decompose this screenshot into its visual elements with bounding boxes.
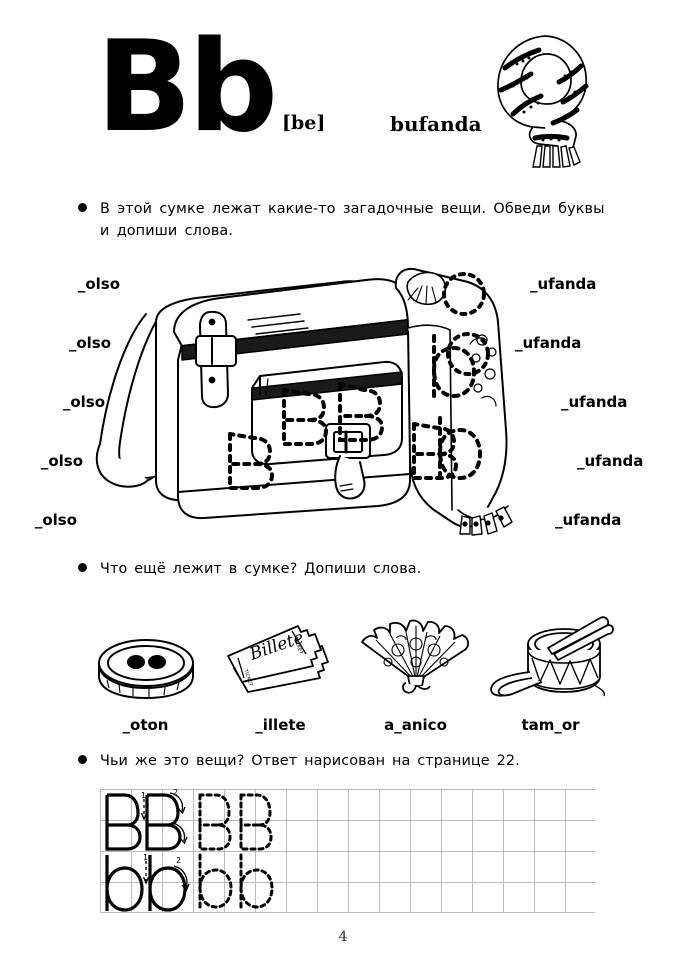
object-item-drum: tam_or <box>483 606 618 734</box>
practice-glyph-B-dotted-1 <box>198 793 232 851</box>
word-blank-ufanda-1[interactable]: _ufanda <box>530 275 597 293</box>
instruction-text: В этой сумке лежат какие-то загадочные в… <box>100 201 605 240</box>
object-item-tickets: Billete TICKET TICKET _illete <box>213 606 348 734</box>
word-blank-ufanda-5[interactable]: _ufanda <box>555 511 622 529</box>
stroke-direction-arrows-b <box>142 861 190 892</box>
stroke-number-2: 2 <box>173 789 178 797</box>
practice-glyph-b-solid <box>105 855 144 912</box>
objects-row: _oton Billete <box>78 606 618 734</box>
instruction-text: Чьи же это вещи? Ответ нарисован на стра… <box>100 753 520 769</box>
phonetic-transcription: [be] <box>282 112 326 134</box>
practice-glyph-B-dotted-2 <box>239 793 273 851</box>
word-blank-ufanda-4[interactable]: _ufanda <box>577 452 644 470</box>
bullet-icon <box>78 203 87 212</box>
word-blank-olso-4[interactable]: _olso <box>40 452 83 470</box>
word-blank-olso-2[interactable]: _olso <box>68 334 111 352</box>
word-blank-olso-3[interactable]: _olso <box>62 393 105 411</box>
stroke-number-1: 1 <box>141 791 146 800</box>
word-blank-ufanda-2[interactable]: _ufanda <box>515 334 582 352</box>
letter-pair-heading: Bb <box>96 13 278 160</box>
page-header: Bb [be] bufanda <box>0 0 686 190</box>
fan-icon <box>352 619 480 700</box>
word-blank-olso-5[interactable]: _olso <box>34 511 77 529</box>
page-number: 4 <box>338 929 348 945</box>
practice-glyph-B-stroke-guide <box>145 793 182 851</box>
object-label-drum[interactable]: tam_or <box>521 716 580 734</box>
drum-icon <box>488 616 614 700</box>
practice-glyph-b-dotted-1 <box>198 853 233 911</box>
practice-glyph-b-dotted-2 <box>239 853 274 911</box>
object-item-button: _oton <box>78 606 213 734</box>
stroke-number-1: 1 <box>143 853 148 862</box>
instruction-exercise-1: В этой сумке лежат какие-то загадочные в… <box>78 198 618 243</box>
tickets-icon: Billete TICKET TICKET <box>222 620 340 700</box>
satchel-bag-illustration <box>78 248 538 542</box>
object-label-fan[interactable]: a_anico <box>384 716 447 734</box>
word-blank-olso-1[interactable]: _olso <box>77 275 120 293</box>
stroke-direction-arrows-B <box>140 792 188 845</box>
grid-lines <box>100 789 596 913</box>
object-label-tickets[interactable]: _illete <box>255 716 306 734</box>
instruction-text: Что ещё лежит в сумке? Допиши слова. <box>100 561 422 577</box>
stroke-number-2: 2 <box>176 856 181 865</box>
handwriting-practice-grid[interactable]: 1 2 1 <box>100 788 596 917</box>
bullet-icon <box>78 755 87 764</box>
scarf-icon <box>487 28 597 172</box>
object-label-button[interactable]: _oton <box>122 716 169 734</box>
headword-bufanda: bufanda <box>390 112 482 136</box>
object-item-fan: a_anico <box>348 606 483 734</box>
bullet-icon <box>78 563 87 572</box>
word-blank-ufanda-3[interactable]: _ufanda <box>561 393 628 411</box>
instruction-exercise-2: Что ещё лежит в сумке? Допиши слова. <box>78 558 558 580</box>
instruction-exercise-3: Чьи же это вещи? Ответ нарисован на стра… <box>78 750 578 772</box>
practice-glyph-B-solid <box>105 793 142 851</box>
button-icon <box>93 620 199 700</box>
